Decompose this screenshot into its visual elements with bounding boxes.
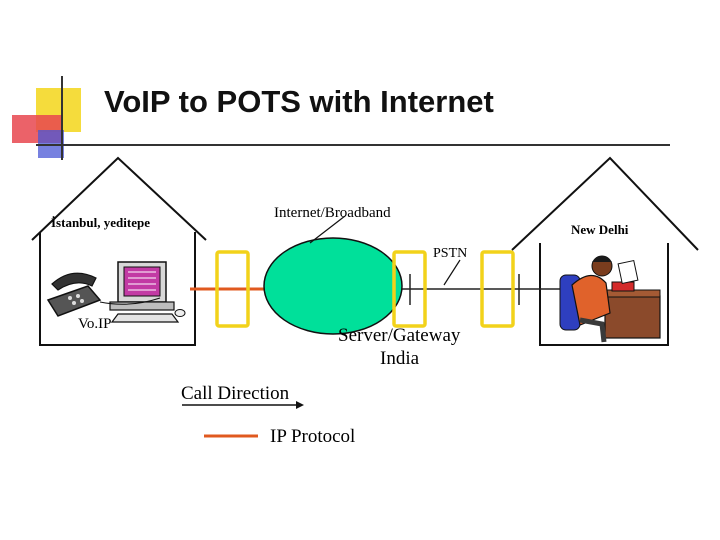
label-server-gateway: Server/Gateway (338, 325, 461, 346)
house-new-delhi (511, 156, 699, 346)
label-call-direction: Call Direction (181, 383, 290, 404)
title-decoration (12, 76, 670, 160)
page-title: VoIP to POTS with Internet (104, 84, 494, 119)
label-pstn: PSTN (433, 246, 468, 261)
label-india: India (380, 348, 420, 369)
internet-cloud (263, 237, 403, 335)
label-ip-protocol: IP Protocol (270, 426, 356, 447)
pstn-pointer (443, 259, 461, 286)
computer-phone-icon (46, 261, 186, 323)
call-direction-arrowhead (296, 401, 304, 409)
label-voip: Vo.IP (78, 316, 112, 332)
businessman-phone-icon (559, 255, 661, 343)
label-new-delhi: New Delhi (571, 222, 629, 237)
internet-pointer (309, 215, 346, 244)
label-istanbul: İstanbul, yeditepe (51, 215, 150, 230)
symbol-box-icon (215, 250, 515, 328)
label-internet: Internet/Broadband (274, 205, 391, 221)
